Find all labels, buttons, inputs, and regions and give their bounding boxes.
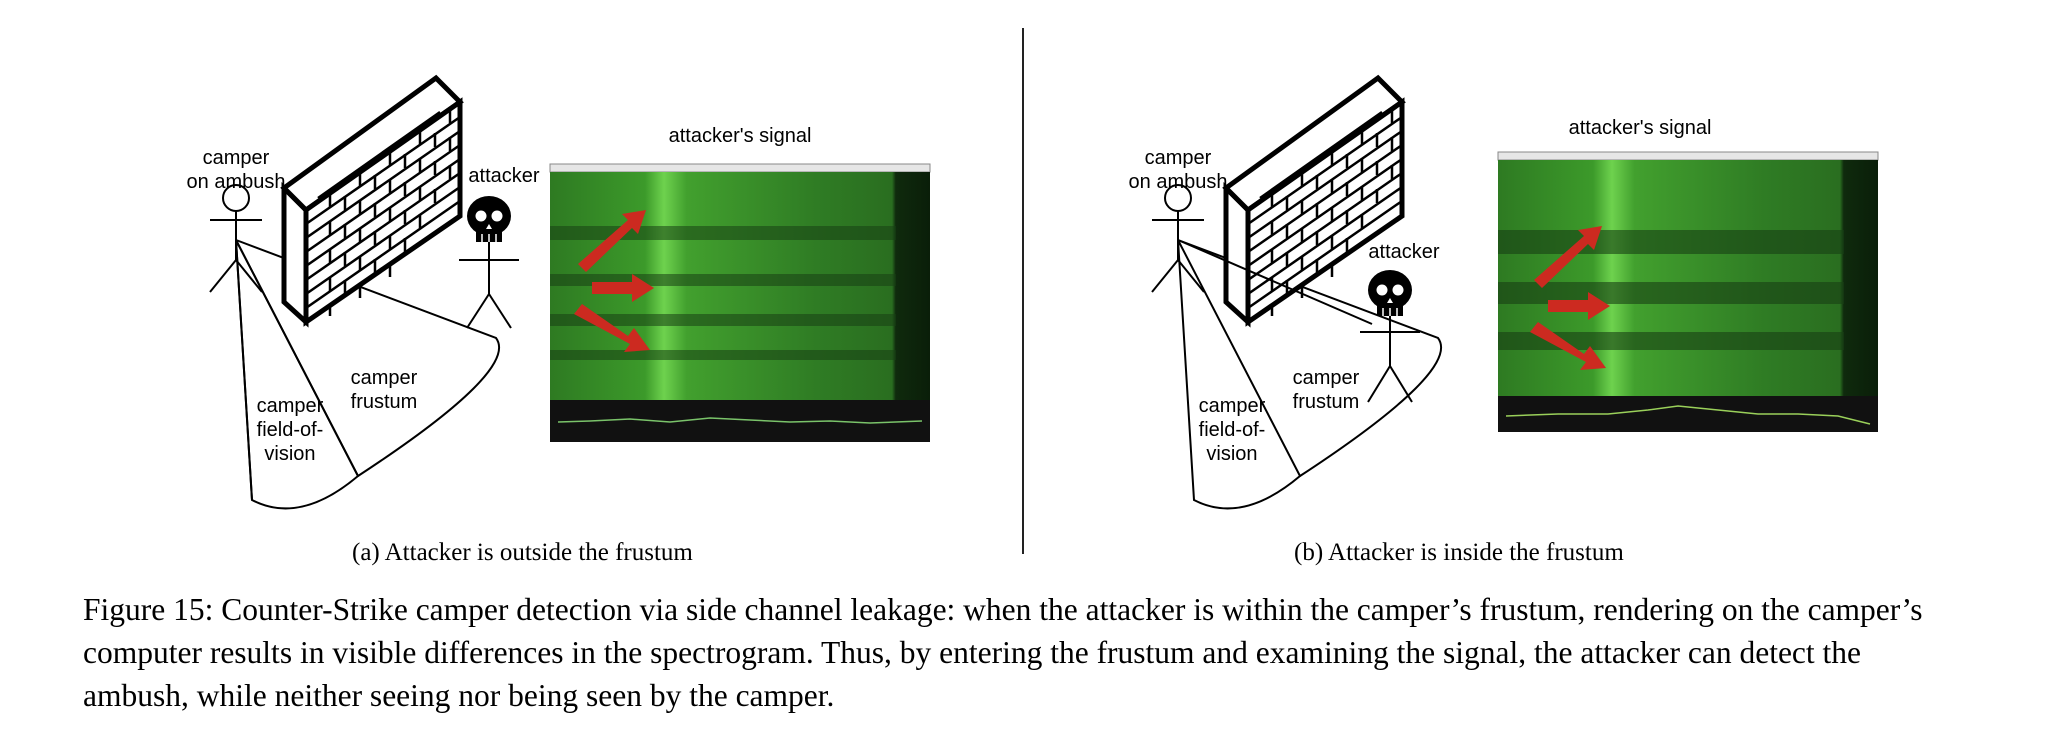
arrow-icon xyxy=(574,304,650,352)
camper-on-ambush-label: camper on ambush xyxy=(174,146,298,194)
attacker-skull-icon xyxy=(467,196,511,242)
spectrogram-image xyxy=(1497,151,1879,432)
camper-stick-figure-icon xyxy=(1151,184,1205,293)
spectrogram-image xyxy=(549,163,931,442)
fov-label-text: camper field-of- vision xyxy=(256,395,324,465)
subcaption-b: (b) Attacker is inside the frustum xyxy=(1294,539,1624,566)
attacker-stick-figure-icon xyxy=(459,242,519,329)
signal-title: attacker's signal xyxy=(668,125,812,147)
frustum-label-text: camper frustum xyxy=(350,367,418,413)
camper-on-ambush-label: camper on ambush xyxy=(1116,146,1240,194)
panel-b: camper on ambush attacker camper frustum… xyxy=(942,20,1942,566)
camper-label-text: camper on ambush xyxy=(186,147,286,193)
camper-label-text: camper on ambush xyxy=(1128,147,1228,193)
fov-cone xyxy=(1177,239,1443,510)
figure-caption: Figure 15: Counter-Strike camper detecti… xyxy=(83,592,1923,713)
camper-stick-figure-icon xyxy=(209,184,263,293)
panel-divider xyxy=(1022,28,1024,554)
arrow-icon xyxy=(592,274,654,302)
brick-wall-icon xyxy=(280,74,464,328)
panel-a: camper on ambush attacker camper frustum… xyxy=(0,20,1000,566)
arrow-icon xyxy=(1530,322,1606,370)
fov-label: camper field-of- vision xyxy=(242,394,338,466)
signal-title: attacker's signal xyxy=(1568,117,1712,139)
arrow-icon xyxy=(1548,292,1610,320)
fov-cone xyxy=(235,239,501,510)
attacker-skull-icon xyxy=(1368,270,1412,316)
attacker-label: attacker xyxy=(1368,241,1440,263)
panel-a-diagram xyxy=(209,74,519,510)
attacker-label: attacker xyxy=(468,165,540,187)
frustum-label: camper frustum xyxy=(334,366,434,414)
subcaption-a: (a) Attacker is outside the frustum xyxy=(352,539,693,566)
arrows xyxy=(574,210,654,352)
fov-label: camper field-of- vision xyxy=(1184,394,1280,466)
frustum-label-text: camper frustum xyxy=(1292,367,1360,413)
panel-b-diagram xyxy=(1151,74,1443,510)
arrow-icon xyxy=(1534,226,1602,288)
frustum-label: camper frustum xyxy=(1276,366,1376,414)
fov-label-text: camper field-of- vision xyxy=(1198,395,1266,465)
arrow-icon xyxy=(578,210,646,272)
attacker-stick-figure-icon xyxy=(1360,316,1420,403)
